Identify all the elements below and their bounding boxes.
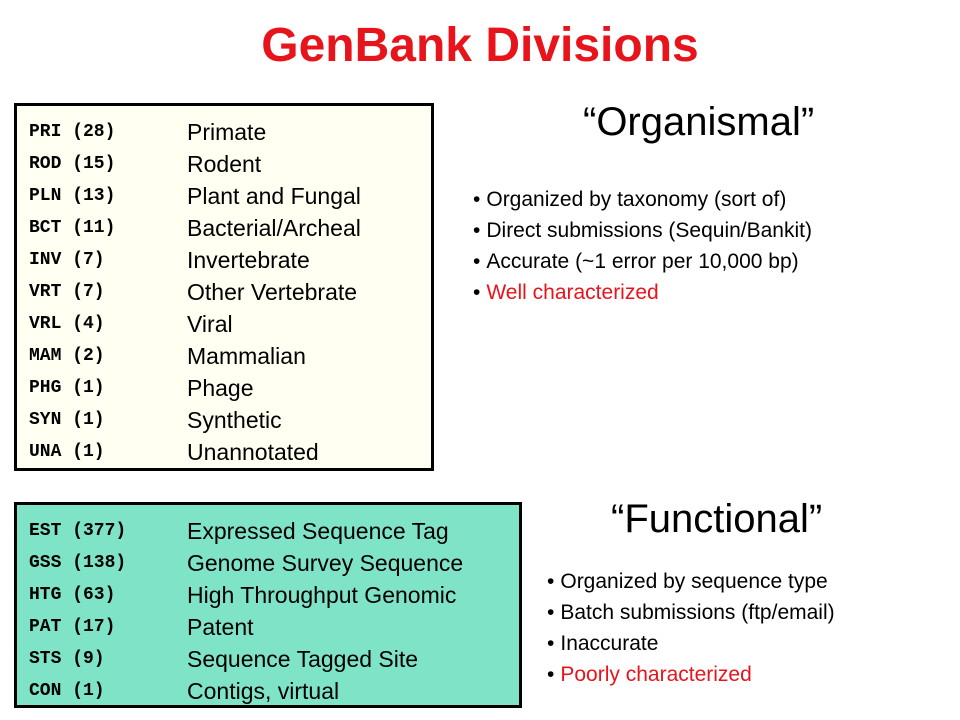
- bullet-item: •Organized by taxonomy (sort of): [473, 184, 812, 215]
- division-row: BCT (11) Bacterial/Archeal: [29, 212, 431, 244]
- division-code: VRL (4): [29, 314, 105, 334]
- division-row: MAM (2) Mammalian: [29, 340, 431, 372]
- division-row: SYN (1) Synthetic: [29, 404, 431, 436]
- organismal-divisions-box: PRI (28)Primate ROD (15)Rodent PLN (13)P…: [14, 103, 434, 471]
- division-row: UNA (1) Unannotated: [29, 436, 431, 468]
- bullet-dot-icon: •: [547, 663, 555, 686]
- division-code: PRI (28): [29, 122, 116, 142]
- division-code: INV (7): [29, 250, 105, 270]
- bullet-text: Organized by sequence type: [560, 570, 828, 593]
- division-row: PLN (13) Plant and Fungal: [29, 180, 431, 212]
- organismal-bullet-list: •Organized by taxonomy (sort of) •Direct…: [473, 184, 812, 308]
- division-row: PHG (1) Phage: [29, 372, 431, 404]
- functional-bullet-list: •Organized by sequence type •Batch submi…: [547, 566, 835, 690]
- division-name: High Throughput Genomic: [187, 581, 457, 608]
- division-name: Phage: [187, 374, 254, 401]
- bullet-item: •Poorly characterized: [547, 659, 835, 690]
- division-row: GSS (138) Genome Survey Sequence: [29, 547, 519, 579]
- division-name: Rodent: [187, 150, 262, 177]
- bullet-text: Inaccurate: [560, 632, 659, 655]
- division-name: Genome Survey Sequence: [187, 549, 464, 576]
- division-name: Viral: [187, 310, 233, 337]
- division-code: STS (9): [29, 649, 105, 669]
- bullet-dot-icon: •: [547, 570, 555, 593]
- division-row: PAT (17) Patent: [29, 611, 519, 643]
- division-row: VRT (7) Other Vertebrate: [29, 276, 431, 308]
- division-name: Patent: [187, 613, 254, 640]
- bullet-item: •Accurate (~1 error per 10,000 bp): [473, 246, 812, 277]
- division-row: ROD (15) Rodent: [29, 148, 431, 180]
- bullet-text-highlight: Poorly characterized: [560, 663, 752, 686]
- bullet-dot-icon: •: [473, 219, 481, 242]
- division-code: HTG (63): [29, 585, 116, 605]
- division-row: VRL (4) Viral: [29, 308, 431, 340]
- functional-heading: “Functional”: [611, 497, 823, 541]
- bullet-text: Accurate (~1 error per 10,000 bp): [486, 250, 799, 273]
- division-name: Contigs, virtual: [187, 677, 340, 704]
- organismal-heading: “Organismal”: [583, 100, 815, 144]
- bullet-item: •Direct submissions (Sequin/Bankit): [473, 215, 812, 246]
- division-name: Synthetic: [187, 406, 282, 433]
- division-name: Unannotated: [187, 438, 319, 465]
- division-code: UNA (1): [29, 442, 105, 462]
- bullet-item: •Inaccurate: [547, 628, 835, 659]
- slide-title: GenBank Divisions: [261, 19, 699, 72]
- division-row: PRI (28) Primate: [29, 116, 431, 148]
- bullet-item: •Well characterized: [473, 277, 812, 308]
- bullet-text: Batch submissions (ftp/email): [560, 601, 835, 624]
- bullet-text: Organized by taxonomy (sort of): [486, 188, 787, 211]
- bullet-dot-icon: •: [473, 188, 481, 211]
- bullet-dot-icon: •: [473, 250, 481, 273]
- division-row: CON (1) Contigs, virtual: [29, 675, 519, 707]
- division-code: BCT (11): [29, 218, 116, 238]
- division-code: GSS (138): [29, 553, 127, 573]
- bullet-item: •Organized by sequence type: [547, 566, 835, 597]
- division-row: EST (377) Expressed Sequence Tag: [29, 515, 519, 547]
- division-code: EST (377): [29, 521, 127, 541]
- division-row: STS (9) Sequence Tagged Site: [29, 643, 519, 675]
- division-name: Invertebrate: [187, 246, 310, 273]
- division-name: Expressed Sequence Tag: [187, 517, 449, 544]
- division-name: Primate: [187, 118, 267, 145]
- division-name: Other Vertebrate: [187, 278, 358, 305]
- bullet-text: Direct submissions (Sequin/Bankit): [486, 219, 812, 242]
- division-name: Plant and Fungal: [187, 182, 361, 209]
- division-code: PAT (17): [29, 617, 116, 637]
- division-name: Sequence Tagged Site: [187, 645, 419, 672]
- division-code: VRT (7): [29, 282, 105, 302]
- division-code: CON (1): [29, 681, 105, 701]
- bullet-dot-icon: •: [473, 281, 481, 304]
- division-name: Mammalian: [187, 342, 306, 369]
- division-row: INV (7) Invertebrate: [29, 244, 431, 276]
- bullet-text-highlight: Well characterized: [486, 281, 659, 304]
- division-row: HTG (63) High Throughput Genomic: [29, 579, 519, 611]
- bullet-dot-icon: •: [547, 632, 555, 655]
- functional-divisions-box: EST (377) Expressed Sequence Tag GSS (138…: [14, 502, 522, 708]
- division-code: SYN (1): [29, 410, 105, 430]
- bullet-dot-icon: •: [547, 601, 555, 624]
- division-code: PLN (13): [29, 186, 116, 206]
- division-name: Bacterial/Archeal: [187, 214, 361, 241]
- division-code: MAM (2): [29, 346, 105, 366]
- bullet-item: •Batch submissions (ftp/email): [547, 597, 835, 628]
- division-code: ROD (15): [29, 154, 116, 174]
- division-code: PHG (1): [29, 378, 105, 398]
